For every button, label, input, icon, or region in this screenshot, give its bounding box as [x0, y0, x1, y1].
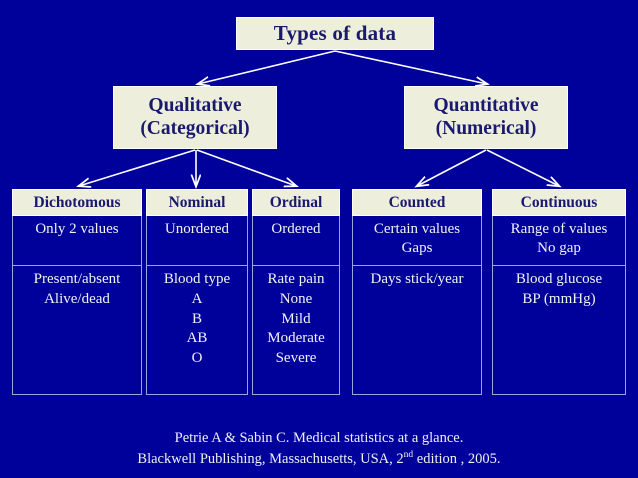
cell-line: Days stick/year [370, 271, 464, 287]
arrow-quantitative-to-counted [417, 149, 487, 186]
column-description-continuous: Range of values No gap [492, 216, 626, 266]
category-quantitative-line1: Quantitative [433, 94, 539, 116]
cell-line: Gaps [401, 240, 433, 257]
table-column-nominal: Nominal Unordered Blood type A B AB O [146, 189, 248, 395]
cell-line: Rate pain [267, 271, 325, 287]
column-examples-dichotomous: Present/absent Alive/dead [12, 266, 142, 395]
arrow-title-to-quantitative [334, 50, 487, 84]
cell-line: AB [186, 330, 208, 347]
cell-line: Moderate [267, 330, 325, 347]
cell-line: Ordered [271, 221, 321, 237]
arrow-qualitative-to-dichotomous [79, 149, 196, 186]
column-description-ordinal: Ordered [252, 216, 340, 266]
category-quantitative-line2: (Numerical) [435, 117, 537, 139]
column-examples-counted: Days stick/year [352, 266, 482, 395]
arrow-qualitative-to-ordinal [196, 149, 296, 186]
column-header-dichotomous: Dichotomous [12, 189, 142, 216]
category-box-qualitative: Qualitative (Categorical) [113, 86, 277, 149]
arrow-quantitative-to-continuous [486, 149, 559, 186]
citation-line-2-post: edition , 2005. [413, 450, 501, 467]
citation-ordinal-suffix: nd [403, 449, 414, 460]
cell-line: Alive/dead [44, 290, 110, 307]
cell-line: A [191, 290, 203, 307]
cell-line: O [191, 350, 203, 367]
column-examples-ordinal: Rate pain None Mild Moderate Severe [252, 266, 340, 395]
page-title: Types of data [273, 21, 397, 46]
category-qualitative-line1: Qualitative [148, 94, 242, 116]
column-header-counted: Counted [352, 189, 482, 216]
citation-footer: Petrie A & Sabin C. Medical statistics a… [0, 428, 638, 469]
category-qualitative-line2: (Categorical) [140, 117, 250, 139]
cell-line: Present/absent [33, 271, 121, 287]
table-column-dichotomous: Dichotomous Only 2 values Present/absent… [12, 189, 142, 395]
column-header-nominal: Nominal [146, 189, 248, 216]
citation-line-2: Blackwell Publishing, Massachusetts, USA… [0, 449, 638, 470]
cell-line: No gap [537, 240, 581, 257]
table-column-ordinal: Ordinal Ordered Rate pain None Mild Mode… [252, 189, 340, 395]
column-description-dichotomous: Only 2 values [12, 216, 142, 266]
title-box: Types of data [236, 17, 434, 50]
cell-line: BP (mmHg) [522, 290, 596, 307]
citation-line-2-pre: Blackwell Publishing, Massachusetts, USA… [137, 450, 404, 467]
table-column-continuous: Continuous Range of values No gap Blood … [492, 189, 626, 395]
cell-line: Blood type [163, 271, 231, 287]
table-column-counted: Counted Certain values Gaps Days stick/y… [352, 189, 482, 395]
column-description-nominal: Unordered [146, 216, 248, 266]
column-header-continuous: Continuous [492, 189, 626, 216]
column-description-counted: Certain values Gaps [352, 216, 482, 266]
column-header-ordinal: Ordinal [252, 189, 340, 216]
cell-line: Range of values [510, 221, 608, 237]
cell-line: B [191, 310, 202, 327]
cell-line: Mild [281, 310, 311, 327]
citation-line-1: Petrie A & Sabin C. Medical statistics a… [174, 430, 464, 446]
cell-line: Certain values [373, 221, 461, 237]
cell-line: Only 2 values [35, 221, 119, 237]
column-examples-nominal: Blood type A B AB O [146, 266, 248, 395]
category-box-quantitative: Quantitative (Numerical) [404, 86, 568, 149]
cell-line: Blood glucose [515, 271, 603, 287]
cell-line: Severe [275, 350, 317, 367]
arrow-title-to-qualitative [198, 50, 336, 84]
cell-line: None [279, 290, 313, 307]
cell-line: Unordered [164, 221, 230, 237]
column-examples-continuous: Blood glucose BP (mmHg) [492, 266, 626, 395]
